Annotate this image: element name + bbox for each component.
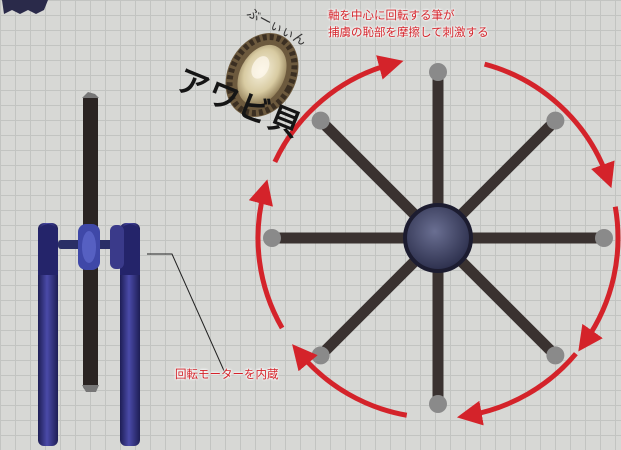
rotation-arrow bbox=[248, 179, 285, 330]
machine-frame bbox=[38, 92, 140, 446]
brush-tip-icon bbox=[263, 229, 281, 247]
top-caption: 軸を中心に回転する筆が 捕虜の恥部を摩擦して刺激する bbox=[328, 7, 489, 41]
wheel-hub bbox=[403, 203, 473, 273]
brush-tip-icon bbox=[546, 346, 565, 365]
rotation-arrow bbox=[292, 344, 408, 418]
frame-leg-right bbox=[120, 223, 140, 446]
brush-tip-bottom-icon bbox=[82, 385, 99, 392]
motor-caption: 回転モーターを内蔵 bbox=[175, 367, 279, 381]
brush-tip-icon bbox=[546, 111, 565, 130]
rotation-arrow bbox=[483, 61, 615, 189]
brush-tip-icon bbox=[595, 229, 613, 247]
brush-tip-icon bbox=[311, 111, 330, 130]
callout-leader-line bbox=[147, 253, 226, 374]
rotation-arrow bbox=[578, 206, 621, 352]
brush-tip-top-icon bbox=[82, 92, 99, 98]
rotation-arrow bbox=[456, 352, 578, 426]
brush-tip-icon bbox=[311, 346, 330, 365]
top-caption-line-1: 軸を中心に回転する筆が bbox=[328, 8, 455, 22]
brush-tip-icon bbox=[429, 63, 447, 81]
top-caption-line-2: 捕虜の恥部を摩擦して刺激する bbox=[328, 25, 489, 39]
rotation-arrow bbox=[272, 55, 404, 163]
rotation-arrows bbox=[248, 55, 621, 426]
corner-gear-icon bbox=[2, 0, 48, 14]
brush-tip-icon bbox=[429, 395, 447, 413]
rotating-brush-wheel bbox=[263, 63, 613, 413]
abalone-shell-icon bbox=[225, 32, 299, 118]
frame-leg-left bbox=[38, 223, 58, 446]
